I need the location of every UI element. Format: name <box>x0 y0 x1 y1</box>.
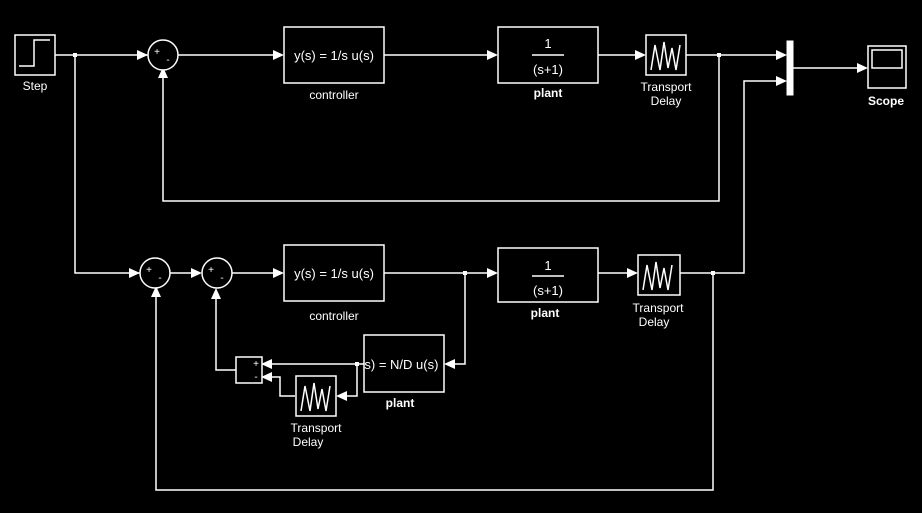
arrow-mux-in2 <box>776 76 787 86</box>
arrow-model-sum-in1 <box>261 359 272 369</box>
wire-model-sum-to-sum2 <box>215 296 236 371</box>
arrow-model-delay-in <box>336 391 347 401</box>
arrow-bot-outer-feedback-in <box>151 286 161 297</box>
transport-delay-icon <box>300 382 331 412</box>
plant-numerator: 1 <box>544 258 551 273</box>
arrow-mux-in1 <box>776 50 787 60</box>
model-plant-block[interactable]: y(s) = N/D u(s) plant <box>354 334 445 410</box>
step-icon <box>19 39 50 67</box>
wire-bot-outer-feedback <box>155 273 714 491</box>
controller-expression: y(s) = 1/s u(s) <box>294 266 374 281</box>
arrow-model-plant-in <box>444 359 455 369</box>
controller-label: controller <box>309 309 358 323</box>
plant-label: plant <box>534 86 563 100</box>
model-plant-expression: y(s) = N/D u(s) <box>354 357 439 372</box>
arrow-top-feedback-in <box>158 67 168 78</box>
transport-delay-icon <box>642 261 673 291</box>
transport-delay-label-1: Transport <box>291 421 343 435</box>
signal-lines <box>55 54 858 491</box>
arrow-inner-feedback-in <box>211 288 221 299</box>
scope-block[interactable]: Scope <box>867 45 907 108</box>
step-label: Step <box>23 79 48 93</box>
scope-label: Scope <box>868 94 904 108</box>
plant-label: plant <box>531 306 560 320</box>
scope-screen-icon <box>871 49 903 69</box>
step-block[interactable]: Step <box>14 34 56 93</box>
branch-point <box>711 271 715 275</box>
controller-label: controller <box>309 88 358 102</box>
arrow-bot-controller-in <box>273 268 284 278</box>
bottom-sum2-block[interactable]: + - <box>201 257 233 289</box>
model-sum-block[interactable]: + - <box>235 356 263 384</box>
arrow-top-controller-in <box>273 50 284 60</box>
sum-minus-sign: - <box>166 55 169 66</box>
arrow-top-delay-in <box>635 50 646 60</box>
sum-minus-sign: - <box>158 273 161 284</box>
wire-step-branch-down <box>74 55 140 274</box>
sum-plus-sign: + <box>208 265 214 276</box>
branch-point <box>717 53 721 57</box>
sum-plus-sign: + <box>154 47 160 58</box>
arrow-bot-plant-in <box>487 268 498 278</box>
bottom-plant-block[interactable]: 1 (s+1) plant <box>497 247 599 320</box>
plant-denominator: (s+1) <box>533 283 563 298</box>
branch-point <box>463 271 467 275</box>
wire-model-plant-to-delay <box>346 364 358 397</box>
model-plant-label: plant <box>386 396 415 410</box>
arrow-bot-sum2-in <box>191 268 202 278</box>
plant-denominator: (s+1) <box>533 62 563 77</box>
top-plant-block[interactable]: 1 (s+1) plant <box>497 26 599 100</box>
branch-point <box>355 362 359 366</box>
wire-model-delay-to-sum <box>270 376 295 397</box>
arrow-scope-in <box>857 63 868 73</box>
transport-delay-label-1: Transport <box>641 80 693 94</box>
bottom-sum1-block[interactable]: + - <box>139 257 171 289</box>
top-transport-delay-block[interactable]: Transport Delay <box>641 34 693 108</box>
transport-delay-icon <box>650 41 681 71</box>
sum-minus-sign: - <box>254 372 257 383</box>
sum-minus-sign: - <box>220 273 223 284</box>
model-transport-delay-block[interactable]: Transport Delay <box>291 375 343 449</box>
transport-delay-label-2: Delay <box>639 315 670 329</box>
mux-block[interactable] <box>786 40 794 96</box>
transport-delay-label-1: Transport <box>633 301 685 315</box>
branch-point <box>73 53 77 57</box>
plant-numerator: 1 <box>544 36 551 51</box>
wire-bot-delay-to-mux <box>680 80 777 274</box>
wire-top-feedback <box>162 55 720 202</box>
arrow-bot-delay-in <box>627 268 638 278</box>
arrow-top-plant-in <box>487 50 498 60</box>
transport-delay-label-2: Delay <box>293 435 324 449</box>
top-controller-block[interactable]: y(s) = 1/s u(s) controller <box>283 26 385 102</box>
transport-delay-label-2: Delay <box>651 94 682 108</box>
wire-controller-to-model-plant <box>452 273 466 365</box>
arrow-bot-sum1-in <box>129 268 140 278</box>
bottom-transport-delay-block[interactable]: Transport Delay <box>633 254 685 329</box>
bottom-controller-block[interactable]: y(s) = 1/s u(s) controller <box>283 244 385 323</box>
arrow-top-sum-in <box>137 50 148 60</box>
controller-expression: y(s) = 1/s u(s) <box>294 48 374 63</box>
top-sum-block[interactable]: + - <box>147 39 179 71</box>
sum-plus-sign: + <box>253 359 259 370</box>
arrowheads <box>129 50 868 401</box>
arrow-model-sum-in2 <box>261 372 272 382</box>
sum-plus-sign: + <box>146 265 152 276</box>
branch-points <box>73 53 721 366</box>
